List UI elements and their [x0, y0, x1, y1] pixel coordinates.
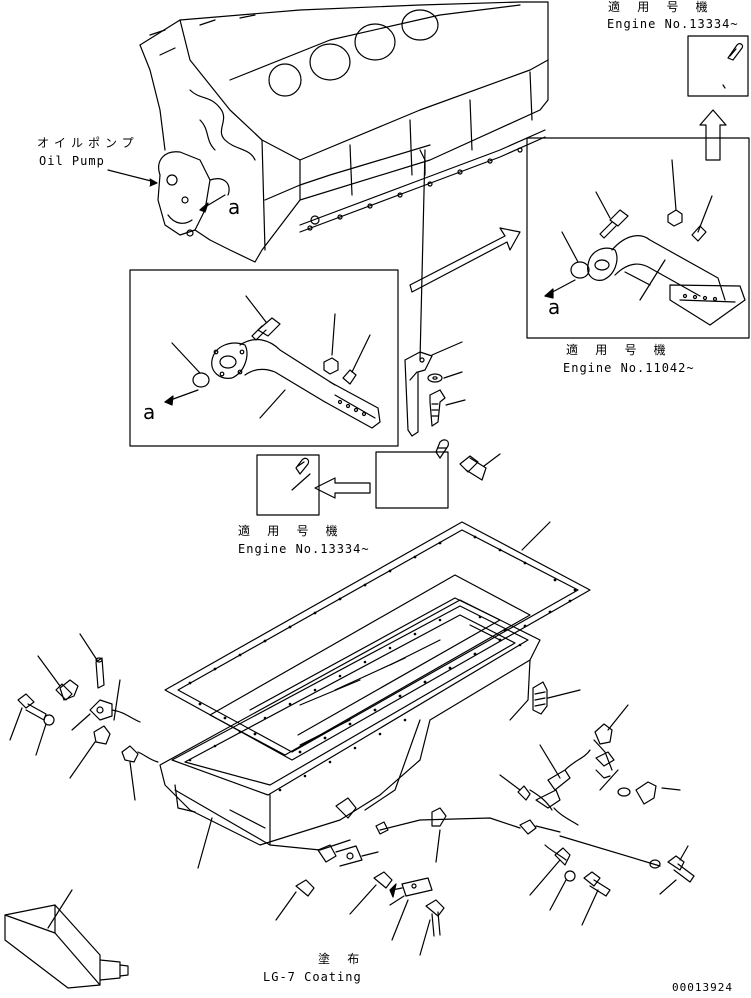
mid-left-engine-label: Engine No.13334~	[238, 542, 370, 556]
coating-jp-label: 塗 布	[318, 952, 365, 966]
detail-box-top-right	[688, 36, 748, 160]
mid-right-jp-label: 適 用 号 機	[566, 343, 671, 357]
marker-a-pump: a	[228, 195, 241, 219]
bracket-and-bolts	[315, 150, 500, 508]
detail-box-right	[527, 138, 749, 338]
lower-left-fittings	[10, 634, 158, 800]
engine-block	[140, 2, 548, 262]
oil-pump	[108, 152, 229, 236]
marker-a-right-box: a	[548, 295, 561, 319]
drawing-number: 00013924	[672, 981, 733, 994]
coating-en-label: LG-7 Coating	[263, 970, 362, 984]
oil-pump-en-label: Oil Pump	[39, 154, 105, 168]
mid-left-jp-label: 適 用 号 機	[238, 524, 343, 538]
oil-pan	[160, 600, 540, 868]
top-right-engine-label: Engine No.13334~	[607, 17, 739, 31]
marker-a-left-box: a	[143, 400, 156, 424]
mid-right-engine-label: Engine No.11042~	[563, 361, 695, 375]
oil-pump-jp-label: オイルポンプ	[37, 136, 139, 150]
bottom-center-parts	[276, 845, 444, 955]
top-right-jp-label: 適 用 号 機	[608, 0, 713, 14]
dipstick-tool	[5, 890, 128, 988]
detail-box-mid-left	[257, 455, 319, 515]
detail-box-oil-pipe	[130, 270, 398, 446]
connector-arrow	[410, 228, 520, 292]
lower-right-fittings	[336, 682, 694, 925]
